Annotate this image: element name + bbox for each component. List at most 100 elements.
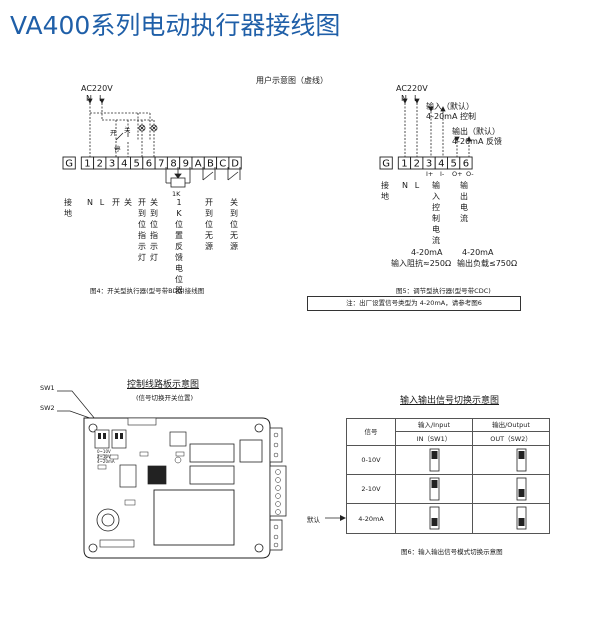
fig4-label-close-lamp: 关到位指示灯 [150,198,158,262]
board-relays [189,443,235,485]
fig5-terminal-label-3: 3 [426,159,432,170]
fig4-terminal-label-7: 7 [158,159,164,170]
fig5-n-label: N [401,94,407,103]
board-transformer [153,489,235,546]
fig5-terminal-label-4: 4 [438,159,444,170]
board-header-pins [99,417,157,548]
fig4-terminal-box-D [228,156,242,170]
switch-table-title: 输入输出信号切换示意图 [400,396,500,406]
page-title: VA400系列电动执行器接线图 [10,11,341,40]
fig5-output-desc: 4-20mA 反馈 [452,137,502,146]
fig4-terminal-label-A: A [195,159,202,170]
note-text: 注：出厂设置信号类型为 4-20mA，请参考图6 [346,299,482,307]
fig4-l-label: L [99,94,104,103]
fig4-terminal-label-6: 6 [146,159,152,170]
board-chip-labels: 0~10V 2~10V 4~20mA [97,449,115,464]
fig4-terminal-label-D: D [231,159,239,170]
fig5-terminal-label-6: 6 [463,159,469,170]
fig5-output-load: 输出负载≤750Ω [457,259,518,268]
fig4-power-label: AC220V [81,84,113,93]
fig5-dashed-wiring [404,103,470,157]
fig4-terminal-label-G: G [65,159,73,170]
fig5-label-output: 输出电流 [460,181,468,223]
fig4-terminal-label-2: 2 [97,159,103,170]
sw1-callout: SW1 [40,384,55,392]
board-mounting-holes [88,423,264,553]
fig4-close-switch-label: 关 [124,126,131,134]
fig6-caption: 图6：输入输出信号模式切换示意图 [401,548,503,556]
fig4-label-open: 开 [112,198,120,207]
fig4-arrows [87,98,105,104]
fig5-caption: 图5：调节型执行器(型号带CDC) [396,287,491,295]
fig5-terminal-label-1: 1 [401,159,407,170]
fig4-relay-contacts [202,167,241,181]
fig4-label-ground: 接地 [64,198,72,218]
fig5-terminal-box-6 [459,156,473,170]
fig5-label-l: L [414,181,420,190]
board-dip-levers [98,433,123,439]
fig4-pot-label: 1K [172,190,181,198]
fig5-polarity-o-plus: O+ [452,170,463,178]
fig4-terminal-label-3: 3 [109,159,115,170]
fig5-power-label: AC220V [396,84,428,93]
fig4-terminal-label-5: 5 [133,159,139,170]
board-capacitor [96,508,120,532]
fig5-output-title: 输出（默认） [452,127,500,136]
sw2-callout: SW2 [40,404,55,412]
fig4-label-l: L [99,198,105,207]
note-box: 注：出厂设置信号类型为 4-20mA，请参考图6 [307,296,521,311]
fig4-terminal-label-B: B [207,159,214,170]
board-terminal-screws [273,432,281,548]
fig4-terminal-box-G [62,156,76,170]
fig5-l-label: L [414,94,419,103]
fig5-label-n: N [402,181,408,190]
fig4-terminal-label-1: 1 [84,159,90,170]
switch-symbol-outlines [429,448,527,530]
fig5-label-input: 输入控制电流 [432,181,440,245]
board-chip-label-0-10v: 0~10V [97,449,111,454]
fig4-label-pot: 1K位置反馈电位器 [175,198,183,295]
fig5-input-impedance: 输入阻抗≈250Ω [391,259,452,268]
fig4-terminal-label-8: 8 [170,159,176,170]
fig5-input-range: 4-20mA [411,248,443,257]
board-chip-label-4-20ma: 4~20mA [97,459,115,464]
switch-symbol-levers [431,451,525,526]
fig4-terminal-label-9: 9 [183,159,189,170]
fig4-terminal-label-C: C [219,159,226,170]
switch-symbols-svg [429,448,527,530]
fig5-polarity-o-minus: O- [466,170,474,178]
fig5-terminal-label-2: 2 [414,159,420,170]
board-small-parts [97,451,185,506]
fig5-label-ground: 接地 [381,181,389,201]
fig5-terminal-box-G [379,156,393,170]
fig4-label-open-dry: 开到位无源 [205,198,213,251]
fig5-arrows [402,98,472,142]
default-arrow [325,515,346,521]
fig5-terminal-label-G: G [382,159,390,170]
fig4-terminal-label-4: 4 [121,159,127,170]
fig4-label-close-dry: 关到位无源 [230,198,238,251]
switch-table: 信号 输入/Input IN（SW1） 输出/Output OUT（SW2） 0… [346,418,550,534]
board-chips [119,431,187,488]
fig4-dashed-wiring [89,103,155,157]
fig5-polarity-i-minus: I- [440,170,445,178]
fig4-open-switch-label: 开 [110,129,117,137]
fig4-indicator-lamps [138,124,158,132]
board-subtitle: (信号切换开关位置) [136,394,194,402]
fig4-three-way-switch [115,132,129,141]
table-cell-out-4-20ma [472,503,550,534]
user-diagram-title: 用户示意图（虚线） [256,76,328,85]
fig4-potentiometer [165,167,191,188]
fig4-n-label: N [86,94,92,103]
fig5-output-range: 4-20mA [462,248,494,257]
fig5-polarity-i-plus: I+ [426,170,434,178]
board-chip-label-2-10v: 2~10V [97,454,111,459]
fig5-input-title: 输入（默认） [426,102,474,111]
